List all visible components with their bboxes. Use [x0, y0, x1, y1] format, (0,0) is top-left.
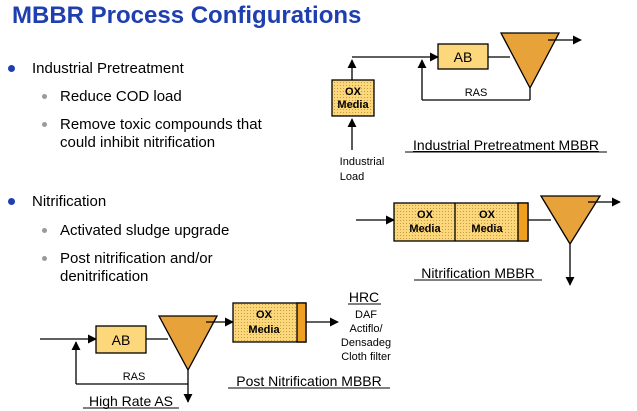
ox-media-label: Media	[409, 223, 441, 235]
bullet-label: Nitrification	[32, 193, 107, 210]
ox-media-label: OX	[345, 86, 362, 98]
hrc-item: Cloth filter	[341, 351, 391, 363]
sub-bullet-post-nitrification: Post nitrification and/or denitrificatio…	[42, 250, 213, 286]
ox-media-label: Media	[471, 223, 503, 235]
bullet-industrial-pretreatment: Industrial Pretreatment	[8, 60, 184, 77]
post-nitrification-caption: Post Nitrification MBBR	[236, 373, 381, 389]
high-rate-caption: High Rate AS	[89, 393, 173, 409]
clarifier-icon	[499, 32, 561, 90]
sub-bullet-reduce-cod: Reduce COD load	[42, 88, 182, 106]
hrc-title: HRC	[349, 289, 379, 305]
post-nitrification-diagram: AB RAS High Rate AS OX Media HRC DAF Act…	[40, 289, 391, 409]
nitrification-caption: Nitrification MBBR	[421, 265, 535, 281]
ox-media-label: Media	[248, 324, 280, 336]
ox-media-tank	[393, 202, 529, 242]
sub-bullet-line: denitrification	[60, 268, 149, 285]
industrial-pretreatment-diagram: AB RAS OX Media Industrial Load Industri…	[331, 32, 607, 183]
industrial-caption: Industrial Pretreatment MBBR	[413, 137, 599, 153]
sub-bullet-remove-toxic: Remove toxic compounds that could inhibi…	[42, 116, 262, 152]
clarifier-icon	[539, 195, 602, 246]
industrial-load-label: Load	[340, 171, 364, 183]
ab-box	[95, 325, 147, 354]
ox-media-box	[331, 79, 375, 117]
nitrification-diagram: OX Media OX Media Nitrification MBBR	[356, 195, 621, 286]
industrial-load-label: Industrial	[340, 156, 385, 168]
bullet-label: Industrial Pretreatment	[32, 60, 184, 77]
hrc-item: DAF	[355, 309, 377, 321]
sub-bullet-dot-icon	[42, 228, 47, 233]
sub-bullet-dot-icon	[42, 122, 47, 127]
screen-stripe	[296, 302, 307, 343]
hrc-item: Densadeg	[341, 337, 391, 349]
bullet-dot-icon	[8, 65, 15, 72]
bullet-nitrification: Nitrification	[8, 193, 107, 210]
sub-bullet-dot-icon	[42, 94, 47, 99]
ox-media-tank	[232, 302, 307, 343]
hrc-item: Actiflo/	[349, 323, 383, 335]
ab-label: AB	[112, 332, 131, 348]
ras-label: RAS	[123, 371, 146, 383]
ox-media-label: OX	[479, 209, 496, 221]
sub-bullet-dot-icon	[42, 256, 47, 261]
ox-media-label: OX	[417, 209, 434, 221]
screen-stripe	[517, 202, 529, 242]
bullet-dot-icon	[8, 198, 15, 205]
ox-media-label: OX	[256, 309, 273, 321]
sub-bullet-activated-sludge: Activated sludge upgrade	[42, 222, 230, 240]
sub-bullet-line: Remove toxic compounds that	[60, 116, 262, 133]
page-title: MBBR Process Configurations	[12, 2, 362, 29]
sub-bullet-line: Activated sludge upgrade	[60, 222, 230, 239]
sub-bullet-line: Reduce COD load	[60, 88, 182, 105]
ox-media-label: Media	[337, 99, 369, 111]
sub-bullet-line: Post nitrification and/or	[60, 250, 213, 267]
sub-bullet-line: could inhibit nitrification	[60, 134, 216, 151]
ab-label: AB	[454, 49, 473, 65]
clarifier-icon	[157, 315, 219, 372]
ras-label: RAS	[465, 87, 488, 99]
